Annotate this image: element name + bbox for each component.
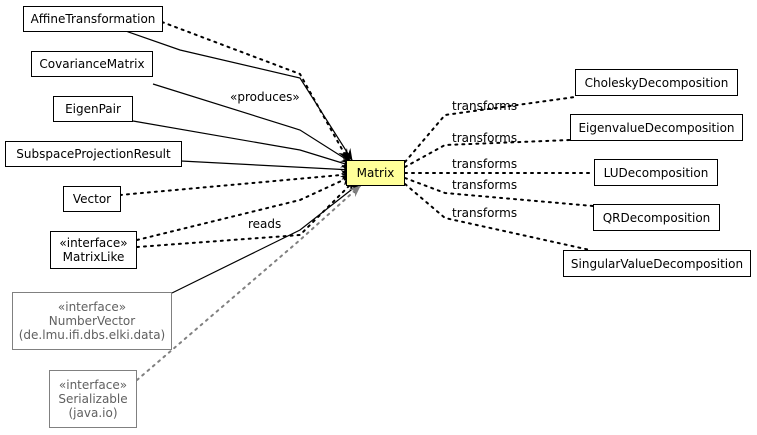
edge-subspace-matrix (180, 160, 353, 175)
stereotype: «interface» (58, 378, 128, 392)
edge-label-reads: reads (248, 217, 282, 231)
edge-affine-matrix (119, 28, 353, 161)
edge-label-transforms-lu: transforms (452, 157, 518, 171)
edge-label-transforms-eigenvalue: transforms (452, 131, 518, 145)
class-singular-value-decomposition[interactable]: SingularValueDecomposition (563, 250, 751, 277)
edge-eigenpair-matrix (132, 120, 353, 168)
edge-matrixlike-matrix-upper (136, 175, 353, 241)
edge-affine-matrix-produces (161, 21, 349, 161)
edge-matrix-cholesky (404, 96, 576, 163)
class-lu-decomposition[interactable]: LUDecomposition (594, 159, 718, 186)
class-cholesky-decomposition[interactable]: CholeskyDecomposition (575, 69, 738, 96)
edge-vector-matrix (119, 170, 353, 196)
class-name: LUDecomposition (603, 165, 709, 180)
package-name: (java.io) (68, 406, 118, 420)
class-vector[interactable]: Vector (63, 186, 121, 212)
edge-label-transforms-qr: transforms (452, 178, 518, 192)
class-affine-transformation[interactable]: AffineTransformation (23, 6, 163, 32)
package-name: (de.lmu.ifi.dbs.elki.data) (18, 328, 166, 342)
edge-serializable-matrix (136, 185, 361, 381)
interface-serializable[interactable]: «interface» Serializable (java.io) (49, 370, 137, 428)
class-name: NumberVector (48, 314, 136, 328)
class-name: SubspaceProjectionResult (16, 147, 171, 161)
edge-label-produces: «produces» (230, 90, 300, 104)
stereotype: «interface» (57, 300, 127, 314)
edge-matrix-eigenvalue (404, 139, 571, 168)
class-eigen-pair[interactable]: EigenPair (53, 96, 133, 122)
interface-matrix-like[interactable]: «interface» MatrixLike (50, 231, 137, 269)
class-covariance-matrix[interactable]: CovarianceMatrix (31, 51, 153, 77)
class-name: EigenvalueDecomposition (578, 120, 735, 135)
class-name: Serializable (58, 392, 128, 406)
class-subspace-projection-result[interactable]: SubspaceProjectionResult (5, 141, 182, 167)
class-name: EigenPair (65, 102, 121, 116)
class-name: AffineTransformation (30, 12, 156, 26)
edge-matrixlike-matrix-reads (136, 179, 356, 248)
edge-label-transforms-svd: transforms (452, 206, 518, 220)
class-name: CovarianceMatrix (39, 57, 145, 71)
class-name: MatrixLike (62, 250, 125, 264)
class-name: CholeskyDecomposition (584, 75, 729, 90)
edge-matrix-qr (404, 177, 594, 207)
class-name: Vector (72, 192, 112, 206)
edge-covariance-matrix (152, 83, 353, 164)
stereotype: «interface» (59, 236, 128, 250)
class-matrix[interactable]: Matrix (346, 160, 405, 186)
class-qr-decomposition[interactable]: QRDecomposition (593, 204, 720, 231)
class-name: SingularValueDecomposition (570, 256, 744, 271)
class-eigenvalue-decomposition[interactable]: EigenvalueDecomposition (570, 114, 743, 141)
class-name: Matrix (356, 166, 395, 180)
edge-label-transforms-cholesky: transforms (452, 99, 518, 113)
interface-number-vector[interactable]: «interface» NumberVector (de.lmu.ifi.dbs… (12, 292, 172, 350)
edge-numbervector-matrix (171, 182, 361, 294)
class-name: QRDecomposition (602, 210, 711, 225)
